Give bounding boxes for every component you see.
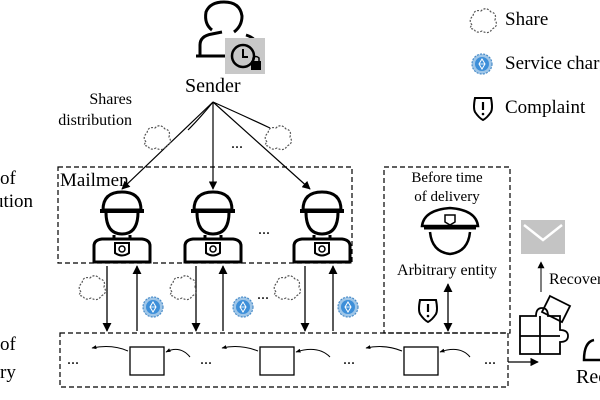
mailmen-label: Mailmen [60,170,129,191]
receiver-label: Rec [576,366,600,388]
ellipsis: ... [258,221,270,238]
block-icon [403,346,439,376]
shield-exclamation-icon [472,96,494,122]
legend-service-charge-label: Service charge [505,53,600,74]
share-icon [169,275,198,301]
left-label-bottom-line1: of [0,334,16,355]
share-icon [273,275,302,301]
before-time-line2: of delivery [414,189,480,205]
left-label-top-line1: of [0,168,16,189]
coin-icon [337,296,359,318]
share-icon [469,8,498,34]
ellipsis: ... [257,286,269,303]
ellipsis: ... [343,351,355,368]
mailman-icon [183,190,243,264]
chain-links [91,345,471,358]
ellipsis: ... [484,351,496,368]
left-label-top-line2: ution [0,191,34,212]
left-label-bottom-line2: ry [0,362,16,383]
vertical-arrows [102,265,453,332]
share-icon [264,125,293,151]
shares-distribution-line1: Shares [89,91,132,108]
chain-box [59,332,509,388]
legend-complaint-label: Complaint [505,97,586,118]
mailman-icon [292,190,352,264]
mailman-icon [92,190,152,264]
puzzle-icon [519,294,572,355]
shield-exclamation-icon [417,298,439,324]
ellipsis: ... [67,351,79,368]
share-icon [78,275,107,301]
officer-icon [420,206,480,256]
clock-lock-icon [225,38,265,74]
ellipsis: ... [200,351,212,368]
arbitrary-entity-label: Arbitrary entity [397,262,497,279]
sender-label: Sender [185,75,241,97]
recover-label: Recover [549,271,600,288]
shares-distribution-line2: distribution [58,112,132,129]
envelope-icon [521,220,565,254]
legend-share-label: Share [505,9,549,30]
distribution-arrows [121,101,311,190]
coin-icon [142,296,164,318]
share-icon [143,125,172,151]
ellipsis: ... [231,135,243,152]
block-icon [259,346,295,376]
block-icon [129,346,165,376]
coin-icon [471,53,493,75]
receiver-icon [582,338,600,362]
coin-icon [232,296,254,318]
before-time-line1: Before time [411,170,483,186]
